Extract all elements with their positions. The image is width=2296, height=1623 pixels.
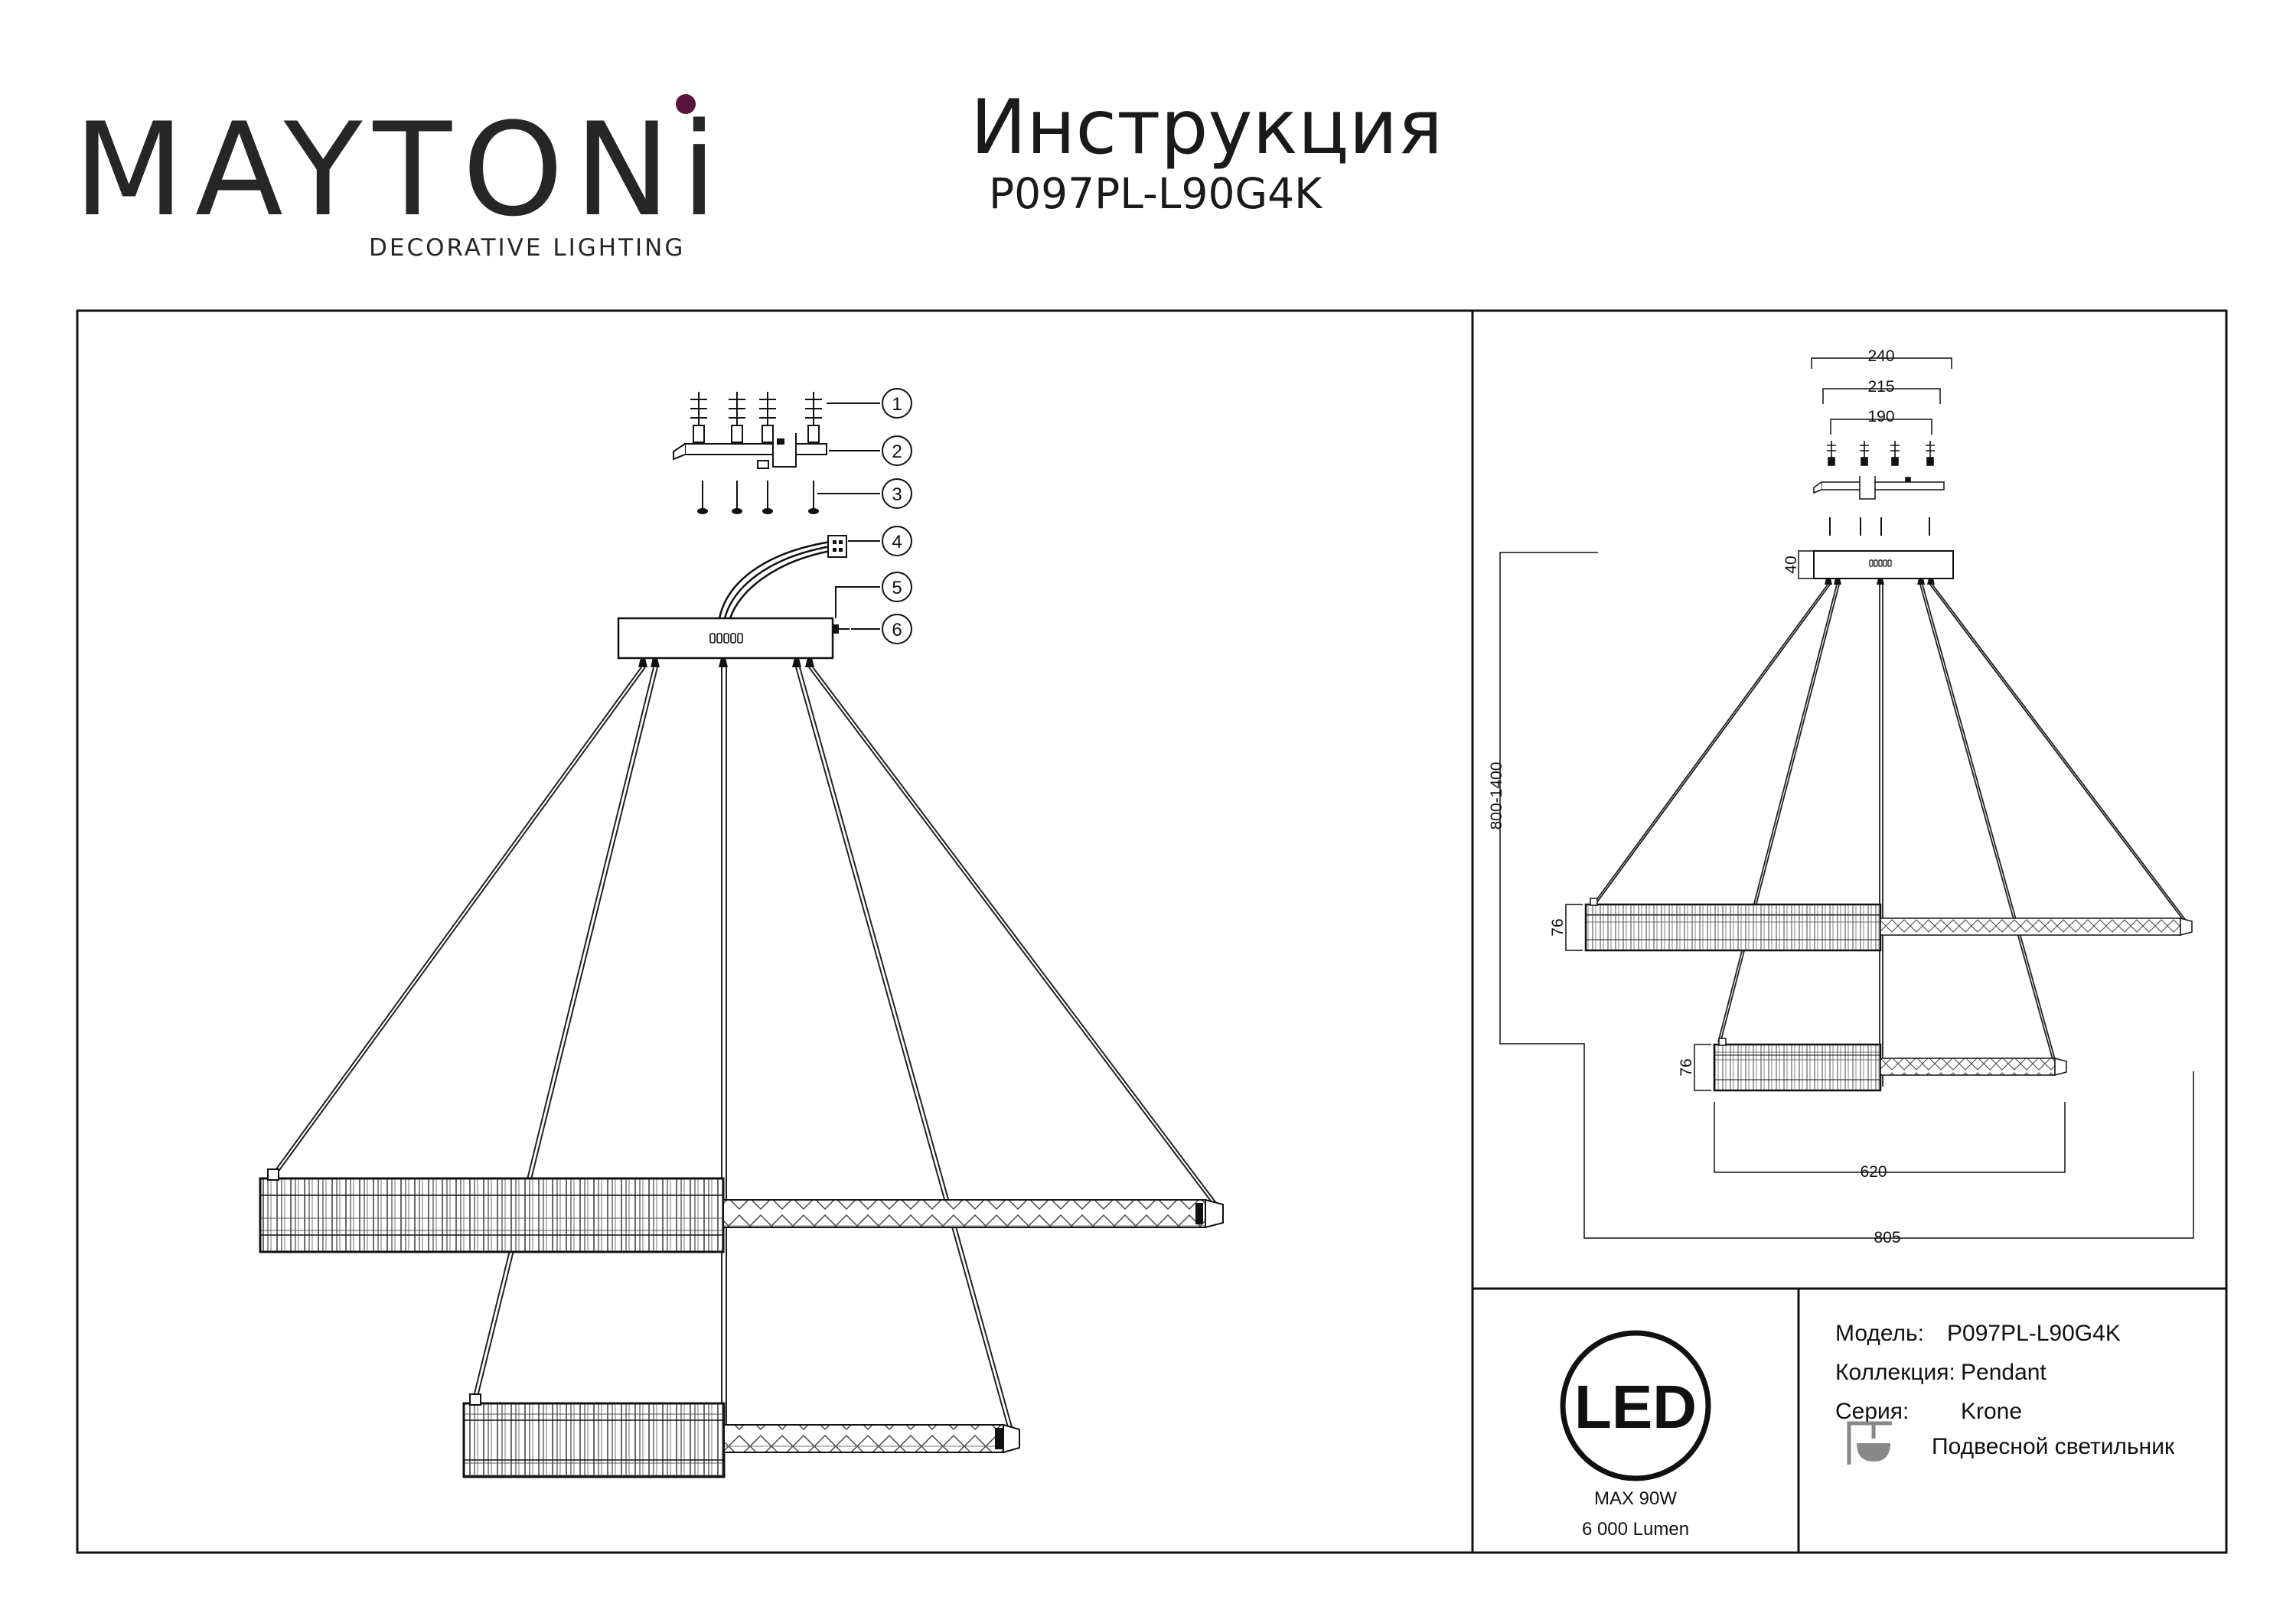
model-number: P097PL-L90G4K	[989, 169, 1322, 218]
callout-2: 2	[892, 442, 902, 462]
spec-model-label: Модель:	[1835, 1321, 1924, 1346]
dim-ring-height-lower: 76	[1678, 1058, 1695, 1076]
power-rating: MAX 90W	[1594, 1488, 1677, 1509]
sheet-frame	[76, 309, 2228, 1554]
callout-5: 5	[892, 578, 902, 598]
callout-3: 3	[892, 484, 902, 505]
pendant-lamp-icon	[1847, 1421, 1892, 1465]
dim-width-outer: 240	[1867, 347, 1894, 365]
spec-type-value: Подвесной светильник	[1932, 1434, 2175, 1459]
led-icon	[1560, 1330, 1711, 1481]
exploded-drawing: 1 2 3 4 5 6	[259, 388, 1224, 1478]
spec-collection-value: Pendant	[1961, 1360, 2047, 1385]
spec-series-value: Krone	[1961, 1399, 2022, 1424]
callout-6: 6	[892, 620, 902, 640]
led-text: LED	[1574, 1373, 1697, 1441]
lumen-rating: 6 000 Lumen	[1582, 1519, 1689, 1540]
brand-tagline: DECORATIVE LIGHTING	[369, 234, 686, 262]
lower-crystal-ring	[462, 1402, 726, 1478]
dim-diameter-large: 805	[1874, 1229, 1900, 1247]
dim-ring-height-upper: 76	[1549, 918, 1567, 936]
spec-table: Модель: P097PL-L90G4K Коллекция: Pendant…	[1835, 1321, 2175, 1465]
callout-4: 4	[892, 532, 902, 552]
upper-ring-edge	[722, 1199, 1206, 1228]
dimension-drawing: 240 215 190	[1488, 347, 2194, 1247]
dim-diameter-small: 620	[1860, 1163, 1887, 1181]
lower-ring-edge	[723, 1424, 1004, 1453]
dim-suspension-range: 800-1400	[1488, 762, 1505, 830]
spec-collection-label: Коллекция:	[1835, 1360, 1955, 1385]
canopy	[617, 617, 834, 660]
dim-width-mid: 215	[1867, 378, 1894, 396]
upper-crystal-ring	[259, 1177, 725, 1253]
brand-logo-dot	[676, 94, 696, 114]
brand-logo: MAYTONi	[73, 95, 728, 245]
page-title: Инструкция	[970, 84, 1443, 171]
dim-canopy-height: 40	[1782, 556, 1800, 573]
spec-series-label: Серия:	[1835, 1399, 1909, 1424]
spec-model-value: P097PL-L90G4K	[1947, 1321, 2121, 1346]
callout-1: 1	[892, 394, 902, 415]
dim-width-inner: 190	[1867, 408, 1894, 425]
led-badge: LED MAX 90W 6 000 Lumen	[1560, 1330, 1711, 1540]
